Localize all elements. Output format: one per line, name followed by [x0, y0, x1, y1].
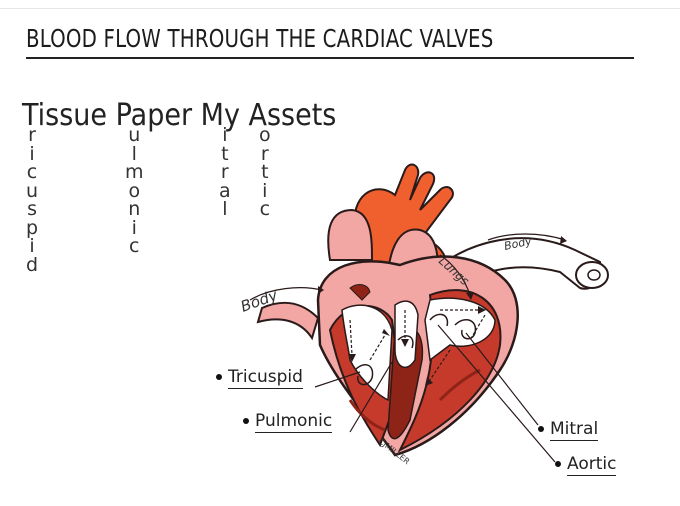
callout-pulmonic: Pulmonic	[243, 411, 333, 433]
pulmonic-letter: o	[128, 179, 141, 202]
pulmonic-letter: u	[128, 124, 141, 146]
callout-mitral-label: Mitral	[550, 419, 599, 441]
mitral-valve	[454, 318, 477, 340]
callout-mitral: Mitral	[538, 419, 599, 441]
bullet-icon	[538, 426, 544, 432]
aortic-letter: c	[259, 198, 271, 220]
bullet-icon	[243, 418, 249, 424]
tricuspid-letter: i	[29, 235, 35, 257]
body-left-arrow	[249, 287, 323, 301]
callout-tricuspid: Tricuspid	[216, 367, 303, 389]
bullet-icon	[216, 374, 222, 380]
tricuspid-letter: s	[27, 198, 37, 220]
tricuspid-letter: d	[26, 253, 39, 276]
mitral-letter: a	[219, 179, 231, 202]
body-right-label: Body	[503, 234, 533, 253]
pulmonic-letter: m	[125, 161, 144, 183]
lungs-arrow	[439, 254, 471, 296]
mitral-letter: t	[221, 142, 229, 165]
flow-channel-right	[341, 304, 393, 402]
tricuspid-letter: i	[29, 142, 35, 165]
pulmonic-letter: i	[131, 216, 137, 239]
callout-pulmonic-label: Pulmonic	[255, 411, 333, 433]
bullet-icon	[555, 461, 561, 467]
mnemonic-phrase: Tissue Paper My Assets	[22, 98, 337, 133]
aortic-letter: t	[261, 161, 269, 183]
top-divider	[0, 8, 680, 9]
callout-aortic: Aortic	[555, 454, 617, 476]
aortic-valve	[429, 313, 449, 327]
mitral-letter: i	[222, 124, 228, 146]
systemic-vessel-left	[256, 301, 320, 341]
aortic-letter: o	[259, 124, 271, 146]
flow-channel-left	[424, 297, 496, 362]
pulmonic-letter: l	[131, 142, 137, 165]
callout-aortic-label: Aortic	[567, 454, 617, 476]
flow-channel-center	[394, 300, 419, 369]
aortic-letter: i	[262, 179, 268, 202]
aortic-letter: r	[260, 142, 269, 165]
title-underline	[26, 57, 634, 59]
arrow-heads	[348, 306, 486, 386]
flow-arrows	[349, 309, 486, 381]
pulmonic-letter: c	[129, 235, 140, 257]
tricuspid-valve	[354, 363, 374, 386]
mitral-letter: r	[220, 161, 229, 183]
body-right-arrow	[487, 233, 566, 241]
tricuspid-letter: p	[26, 216, 39, 239]
page-title: BLOOD FLOW THROUGH THE CARDIAC VALVES	[26, 24, 494, 53]
callout-tricuspid-label: Tricuspid	[228, 367, 303, 389]
pulmonary-artery	[327, 208, 374, 261]
pulmonic-valve	[397, 335, 414, 349]
callout-leaders	[314, 324, 556, 463]
tricuspid-letter: r	[28, 124, 36, 146]
tricuspid-letter: c	[26, 161, 38, 183]
pulmonic-letter: n	[128, 198, 141, 220]
mitral-letter: l	[222, 198, 228, 220]
tricuspid-letter: u	[26, 179, 39, 202]
